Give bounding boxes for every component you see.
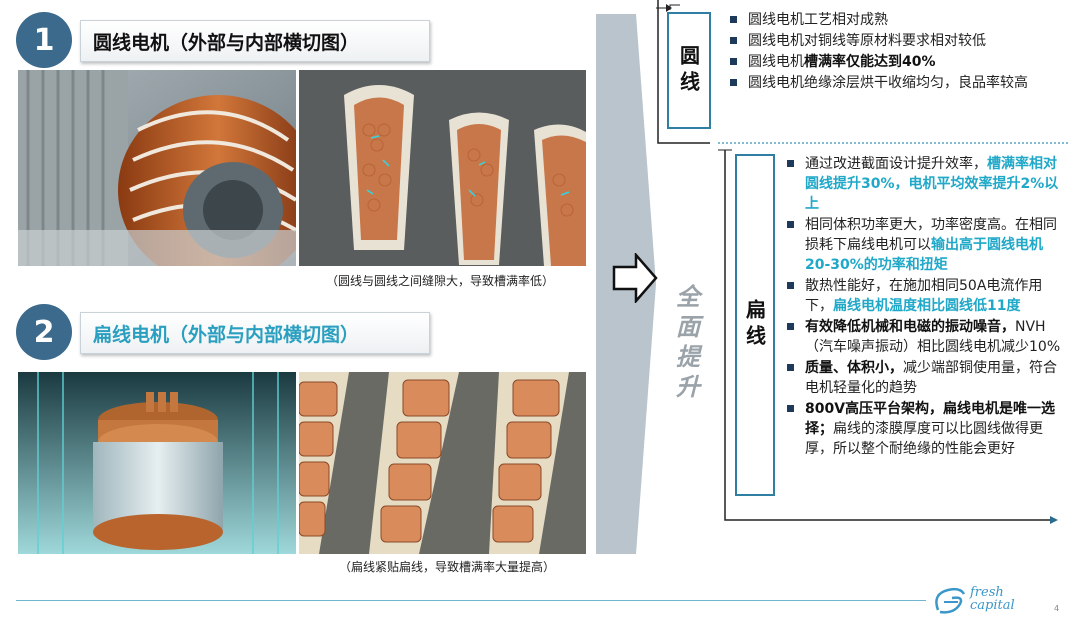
list-item: 圆线电机槽满率仅能达到40%	[726, 52, 1056, 72]
overall-improvement-text: 全 面 提 升	[668, 282, 708, 402]
section-1-caption: （圆线与圆线之间缝隙大，导致槽满率低）	[326, 274, 555, 288]
section-1-title: 圆线电机（外部与内部横切图）	[80, 20, 430, 62]
section-2-caption: （扁线紧贴扁线，导致槽满率大量提高）	[339, 560, 556, 574]
vertical-char: 面	[676, 313, 700, 341]
right-outline-arrow-icon	[612, 253, 658, 303]
flat-wire-cross-section-photo	[299, 372, 586, 554]
vertical-char: 全	[676, 283, 700, 311]
round-wire-motor-photo	[18, 70, 296, 266]
list-item: 圆线电机工艺相对成熟	[726, 10, 1056, 30]
list-item: 圆线电机绝缘涂层烘干收缩均匀，良品率较高	[726, 73, 1056, 93]
footer-divider	[16, 600, 926, 601]
fresh-capital-logo: fresh capital	[930, 584, 1020, 618]
flat-wire-motor-photo	[18, 372, 296, 554]
page-number: 4	[1054, 604, 1060, 613]
section-number-badge: 1	[16, 12, 72, 68]
section-number-badge: 2	[16, 304, 72, 360]
list-item: 相同体积功率更大，功率密度高。在相同损耗下扁线电机可以输出高于圆线电机20-30…	[783, 215, 1068, 275]
logo-mark-icon	[935, 587, 966, 614]
flat-wire-label: 扁线	[735, 154, 775, 496]
list-item: 有效降低机械和电磁的振动噪音，NVH（汽车噪声振动）相比圆线电机减少10%	[783, 317, 1068, 357]
section-1-header: 1 圆线电机（外部与内部横切图）	[16, 12, 436, 68]
logo-text: fresh capital	[970, 585, 1015, 613]
round-wire-bullets: 圆线电机工艺相对成熟 圆线电机对铜线等原材料要求相对较低 圆线电机槽满率仅能达到…	[726, 10, 1056, 94]
bracket-connectors	[656, 0, 1070, 524]
flat-wire-bullets: 通过改进截面设计提升效率，槽满率相对圆线提升30%，电机平均效率提升2%以上 相…	[783, 154, 1068, 460]
vertical-char: 升	[676, 373, 700, 401]
section-2-header: 2 扁线电机（外部与内部横切图）	[16, 304, 436, 360]
round-wire-label-text: 圆线	[676, 44, 701, 97]
list-item: 质量、体积小，减少端部铜使用量，符合电机轻量化的趋势	[783, 358, 1068, 398]
flat-wire-label-text: 扁线	[742, 299, 767, 351]
round-wire-label: 圆线	[667, 12, 711, 129]
list-item: 圆线电机对铜线等原材料要求相对较低	[726, 31, 1056, 51]
list-item: 散热性能好，在施加相同50A电流作用下，扁线电机温度相比圆线低11度	[783, 276, 1068, 316]
round-wire-cross-section-photo	[299, 70, 586, 266]
list-item: 800V高压平台架构，扁线电机是唯一选择；扁线的漆膜厚度可以比圆线做得更厚，所以…	[783, 399, 1068, 459]
list-item: 通过改进截面设计提升效率，槽满率相对圆线提升30%，电机平均效率提升2%以上	[783, 154, 1068, 214]
section-2-title: 扁线电机（外部与内部横切图）	[80, 312, 430, 354]
vertical-char: 提	[676, 343, 700, 371]
